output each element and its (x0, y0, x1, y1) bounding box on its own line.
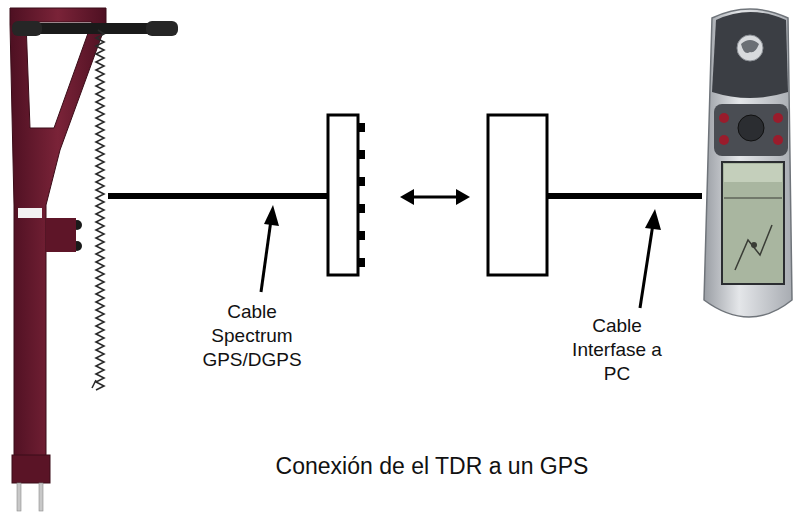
gps-device (704, 9, 792, 317)
double-arrow (400, 189, 470, 205)
connector-female (488, 115, 547, 275)
cable-label: Cable Spectrum GPS/DGPS (196, 300, 308, 372)
interface-cable (548, 193, 702, 199)
spectrum-cable (108, 193, 327, 199)
leader-arrow (261, 205, 279, 292)
cable-label: Cable Interfase a PC (571, 314, 663, 386)
leader-arrow (640, 209, 661, 308)
tdr-probe (10, 8, 178, 511)
connector-male (328, 115, 365, 275)
figure-caption: Conexión de el TDR a un GPS (276, 452, 589, 480)
